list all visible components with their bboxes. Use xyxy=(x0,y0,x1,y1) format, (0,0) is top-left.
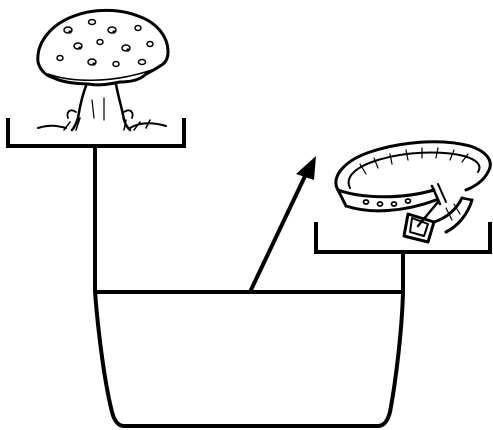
mushroom-icon xyxy=(38,10,168,130)
belt-icon xyxy=(336,142,490,242)
arrow xyxy=(250,156,316,292)
left-top-container xyxy=(8,118,184,146)
bottom-container xyxy=(95,292,403,426)
